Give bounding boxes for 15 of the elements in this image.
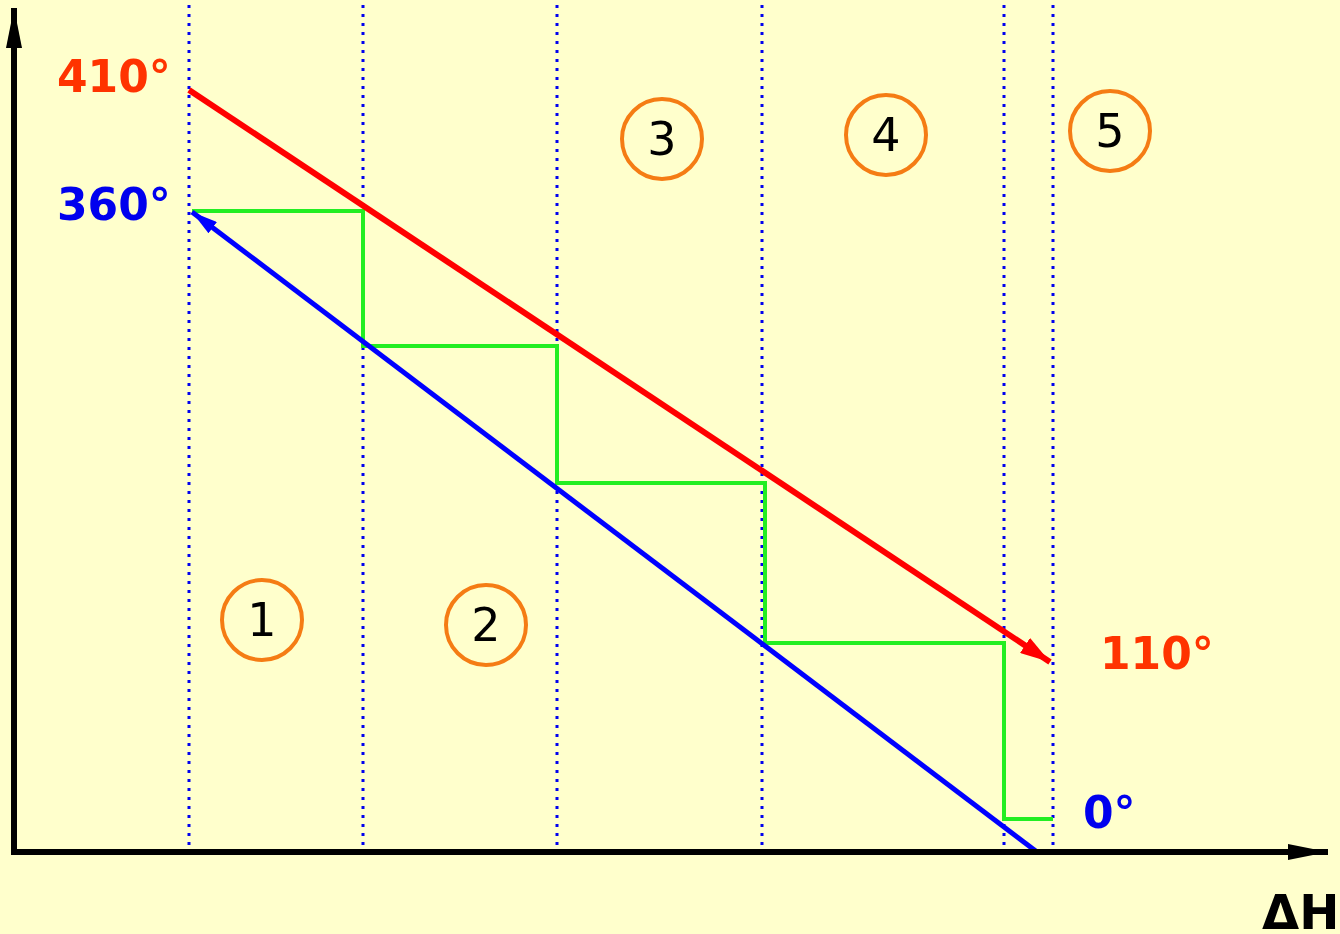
numbered-circle — [1068, 89, 1152, 173]
numbered-circle — [444, 583, 528, 667]
axis-label: ΔH — [1262, 888, 1340, 934]
temperature-label: 360° — [57, 183, 171, 227]
numbered-circle — [844, 93, 928, 177]
step-number: 2 — [471, 602, 501, 648]
numbered-circle — [220, 578, 304, 662]
step-number: 1 — [247, 597, 277, 643]
step-number: 5 — [1095, 108, 1125, 154]
temperature-label: 110° — [1100, 632, 1214, 676]
temperature-label: 410° — [57, 55, 171, 99]
step-number: 3 — [647, 116, 677, 162]
temperature-label: 0° — [1083, 791, 1136, 835]
step-number: 4 — [871, 112, 901, 158]
numbered-circle — [620, 97, 704, 181]
